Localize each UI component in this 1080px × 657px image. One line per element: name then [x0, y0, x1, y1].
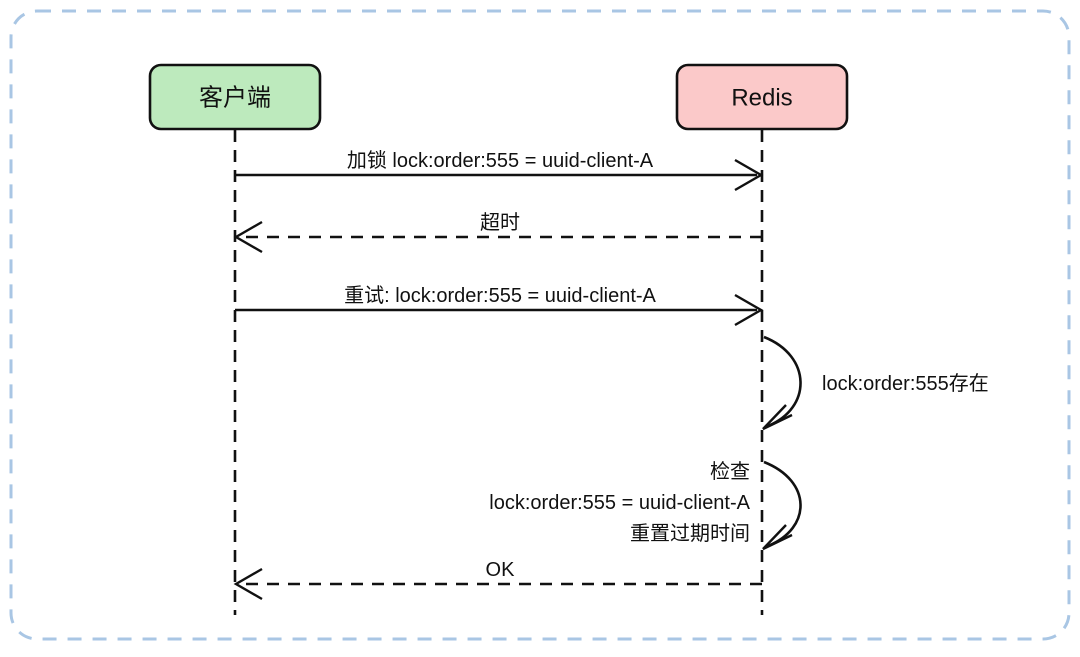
- message-lock-request-arrowhead: [734, 158, 764, 192]
- message-lock-request-label: 加锁 lock:order:555 = uuid-client-A: [347, 149, 654, 172]
- message-ok-response-arrowhead: [233, 567, 263, 601]
- self-message-check-reset-curve: [763, 460, 802, 548]
- participant-client-label: 客户端: [199, 84, 271, 111]
- self-message-lock-exists-arrowhead: [762, 404, 793, 431]
- message-retry-request-arrowhead: [734, 293, 764, 327]
- self-message-check-reset-label-line3: 重置过期时间: [630, 522, 750, 545]
- self-message-lock-exists[interactable]: lock:order:555存在: [762, 335, 989, 431]
- message-retry-request[interactable]: 重试: lock:order:555 = uuid-client-A: [235, 284, 764, 327]
- message-lock-request[interactable]: 加锁 lock:order:555 = uuid-client-A: [235, 149, 764, 192]
- participant-redis-label: Redis: [731, 84, 792, 111]
- participant-redis-box: [675, 63, 849, 131]
- message-timeout[interactable]: 超时: [233, 211, 762, 254]
- participant-redis[interactable]: Redis: [675, 63, 849, 131]
- self-message-lock-exists-label: lock:order:555存在: [822, 372, 989, 395]
- message-ok-response-label: OK: [486, 559, 516, 581]
- message-timeout-arrowhead: [233, 220, 263, 254]
- message-timeout-label: 超时: [480, 211, 520, 234]
- participant-client[interactable]: 客户端: [148, 63, 322, 131]
- self-message-lock-exists-curve: [763, 335, 802, 428]
- diagram-frame: [9, 9, 1071, 641]
- message-ok-response[interactable]: OK: [233, 559, 762, 601]
- participant-client-box: [148, 63, 322, 131]
- self-message-check-reset[interactable]: 检查 lock:order:555 = uuid-client-A 重置过期时间: [489, 460, 802, 551]
- self-message-check-reset-arrowhead: [762, 524, 793, 551]
- message-retry-request-label: 重试: lock:order:555 = uuid-client-A: [344, 284, 656, 307]
- self-message-check-reset-label-line1: 检查: [710, 460, 750, 483]
- self-message-check-reset-label-line2: lock:order:555 = uuid-client-A: [489, 492, 750, 514]
